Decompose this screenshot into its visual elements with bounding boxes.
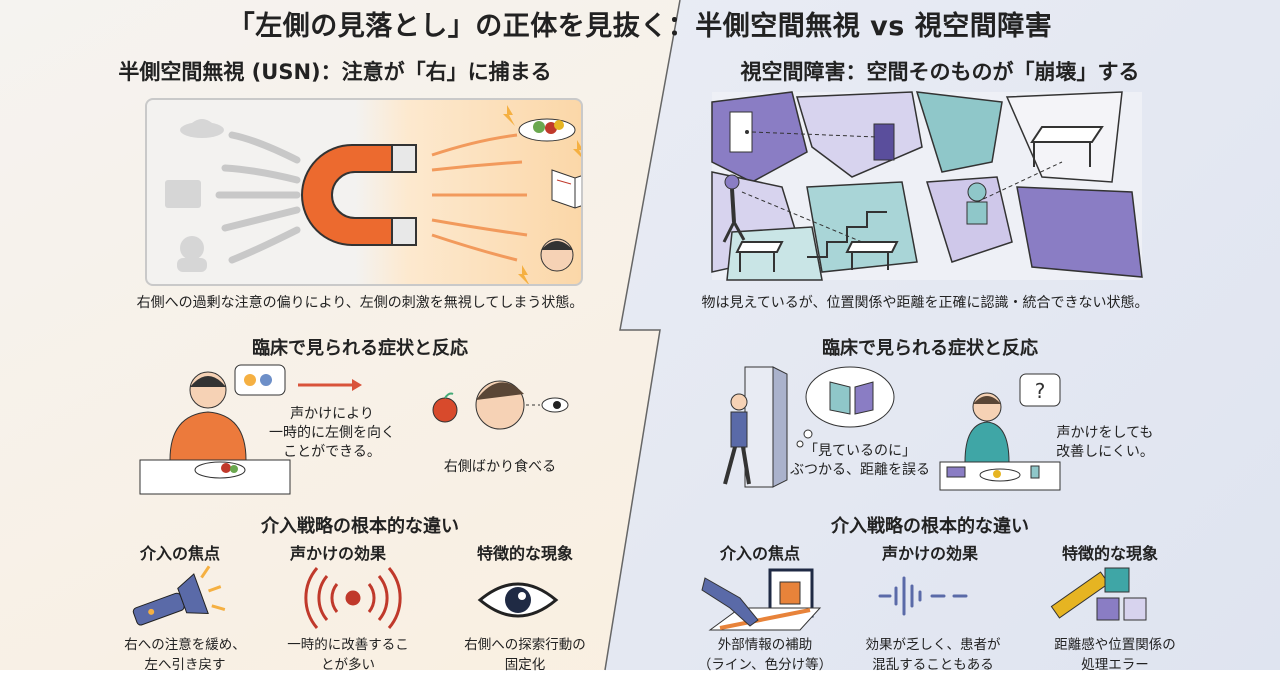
page-title: 「左側の見落とし」の正体を見抜く：半側空間無視 vs 視空間障害 [227, 11, 1053, 42]
faded-left-objects [165, 119, 224, 272]
eats-right-label: 右側ばかり食べる [443, 459, 557, 475]
right-heading: 視空間障害：空間そのものが「崩壊」する [740, 60, 1140, 84]
left-symptom-illustration [139, 364, 569, 495]
question-bubble-icon: ? [1019, 373, 1061, 407]
right-voice-note: 声かけをしても改善しにくい。 [1056, 425, 1154, 460]
left-col2-desc: 一時的に改善することが多い [287, 637, 409, 673]
right-symptom-illustration: ? [723, 366, 1061, 491]
door-collision-icon [723, 366, 788, 488]
magnet-illustration [165, 105, 581, 284]
svg-text:?: ? [1035, 379, 1046, 403]
guide-line-icon [701, 568, 822, 631]
left-col2-label: 声かけの効果 [289, 544, 386, 563]
left-col3-desc: 右側への探索行動の固定化 [464, 637, 586, 673]
right-caption: 物は見えているが、位置関係や距離を正確に認識・統合できない状態。 [701, 295, 1149, 311]
right-strategy-icons [701, 567, 1147, 631]
right-col2-label: 声かけの効果 [881, 544, 978, 563]
walking-person-icon [722, 174, 746, 243]
right-col1-label: 介入の焦点 [719, 544, 800, 563]
magnet-icon [301, 144, 417, 246]
face-icon [540, 238, 574, 272]
right-col2-desc: 効果が乏しく、患者が混乱することもある [865, 637, 1001, 673]
right-symptoms-heading: 臨床で見られる症状と反応 [822, 338, 1038, 359]
right-col3-label: 特徴的な現象 [1061, 544, 1158, 563]
eye-gaze-icon [526, 397, 569, 413]
left-caption: 右側への過剰な注意の偏りにより、左側の刺激を無視してしまう状態。 [136, 295, 584, 311]
thought-bubble-icon [796, 366, 895, 448]
left-symptoms-heading: 臨床で見られる症状と反応 [252, 338, 468, 359]
sound-waves-icon [304, 567, 402, 629]
bump-note: 「見ているのに」ぶつかる、距離を誤る [790, 443, 930, 478]
left-strategy-heading: 介入戦略の根本的な違い [261, 516, 459, 537]
eye-icon [477, 582, 559, 618]
left-strategy-icons [132, 565, 559, 629]
seated-patient-icon [939, 392, 1061, 491]
speech-bubble-icon [234, 364, 286, 396]
left-col1-desc: 右への注意を緩め、左へ引き戻す [124, 637, 246, 673]
left-col1-label: 介入の焦点 [139, 544, 220, 563]
dashed-links [741, 131, 1063, 243]
spark-icons [503, 105, 581, 284]
right-strategy-heading: 介入戦略の根本的な違い [831, 516, 1029, 537]
stairs-icon [807, 211, 887, 258]
food-plate-icon [518, 118, 576, 142]
apple-icon [432, 392, 458, 423]
usn-illustration-panel [145, 98, 583, 286]
table-icon [735, 241, 784, 272]
zigzag-divider [604, 0, 681, 671]
right-col3-desc: 距離感や位置関係の処理エラー [1054, 637, 1176, 673]
flashlight-icon [132, 565, 226, 626]
weak-signal-icon [878, 576, 968, 616]
table-icon [845, 241, 899, 270]
door-icon [729, 111, 753, 153]
head-profile-icon [475, 380, 525, 430]
left-col3-label: 特徴的な現象 [476, 544, 573, 563]
book-icon [551, 169, 581, 209]
left-voice-note: 声かけにより 一時的に左側を向く ことができる。 [269, 406, 395, 460]
table-icon [1030, 126, 1104, 167]
arrow-right-icon [298, 379, 362, 391]
ruler-blocks-icon [1050, 567, 1147, 621]
left-heading: 半側空間無視 (USN)：注意が「右」に捕まる [118, 60, 552, 84]
person-icon [966, 182, 988, 225]
left-arrows [215, 131, 301, 264]
fractured-space-illustration [711, 91, 1143, 281]
door-icon [873, 123, 895, 161]
patient-eating-icon [139, 371, 291, 495]
right-col1-desc: 外部情報の補助（ライン、色分け等） [697, 637, 833, 673]
attraction-lines [431, 133, 528, 262]
